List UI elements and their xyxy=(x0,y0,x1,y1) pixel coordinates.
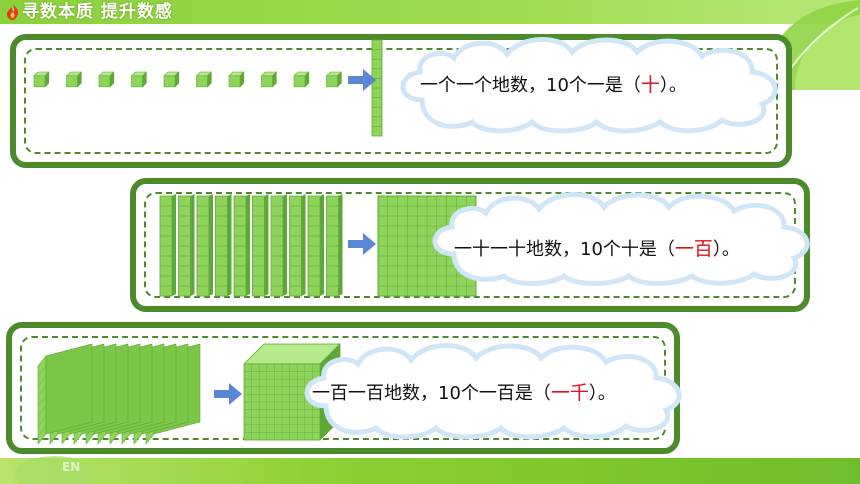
ten-rod xyxy=(289,194,306,297)
row1-sentence: 一个一个地数，10个一是（十）。 xyxy=(420,70,687,97)
row2-answer: 一百 xyxy=(674,238,713,260)
banner-title: 寻数本质 提升数感 xyxy=(22,2,173,22)
row2-sentence: 一十一十地数，10个十是（一百）。 xyxy=(454,234,740,261)
top-banner xyxy=(0,0,860,24)
ten-rod xyxy=(326,194,343,297)
row2-prefix: 一十一十地数，10个十是（ xyxy=(454,239,675,260)
dashed-frame xyxy=(24,48,778,154)
ten-rod xyxy=(196,194,213,297)
row3-prefix: 一百一百地数，10个一百是（ xyxy=(312,383,551,404)
unit-cube xyxy=(260,71,278,88)
bottom-bar xyxy=(0,458,860,484)
unit-cube xyxy=(325,71,343,88)
row1-prefix: 一个一个地数，10个一是（ xyxy=(420,75,641,96)
ten-rod xyxy=(178,194,195,297)
ten-rod xyxy=(270,194,287,297)
row2-suffix: ）。 xyxy=(712,239,740,260)
ten-rod xyxy=(371,39,383,137)
speech-cloud xyxy=(432,192,810,286)
flame-icon xyxy=(7,4,19,20)
row3-sentence: 一百一百地数，10个一百是（一千）。 xyxy=(312,378,616,405)
ten-rod xyxy=(159,194,176,297)
en-badge: EN xyxy=(62,460,81,474)
unit-cube xyxy=(228,71,245,88)
speech-cloud xyxy=(304,343,682,440)
row1-answer: 十 xyxy=(640,74,660,96)
ten-rod xyxy=(233,194,250,297)
leaf-decoration xyxy=(15,456,95,484)
hundred-flat xyxy=(37,343,93,445)
row3-answer: 一千 xyxy=(550,382,589,404)
unit-cube xyxy=(65,71,83,88)
unit-cube xyxy=(98,71,115,88)
unit-cubes-group xyxy=(33,39,383,137)
row3-suffix: ）。 xyxy=(588,383,616,404)
speech-cloud xyxy=(400,37,778,134)
unit-cube xyxy=(130,71,148,88)
hundred-flats-group xyxy=(37,343,341,445)
unit-cube xyxy=(33,71,50,88)
ten-rod xyxy=(215,194,232,297)
ten-rod xyxy=(307,194,324,297)
right-arrow-icon xyxy=(348,233,376,255)
right-arrow-icon xyxy=(348,69,376,91)
unit-cube xyxy=(195,71,213,88)
row1-suffix: ）。 xyxy=(659,75,687,96)
unit-cube xyxy=(293,71,310,88)
ten-rod xyxy=(252,194,269,297)
right-arrow-icon xyxy=(214,383,242,405)
unit-cube xyxy=(163,71,180,88)
